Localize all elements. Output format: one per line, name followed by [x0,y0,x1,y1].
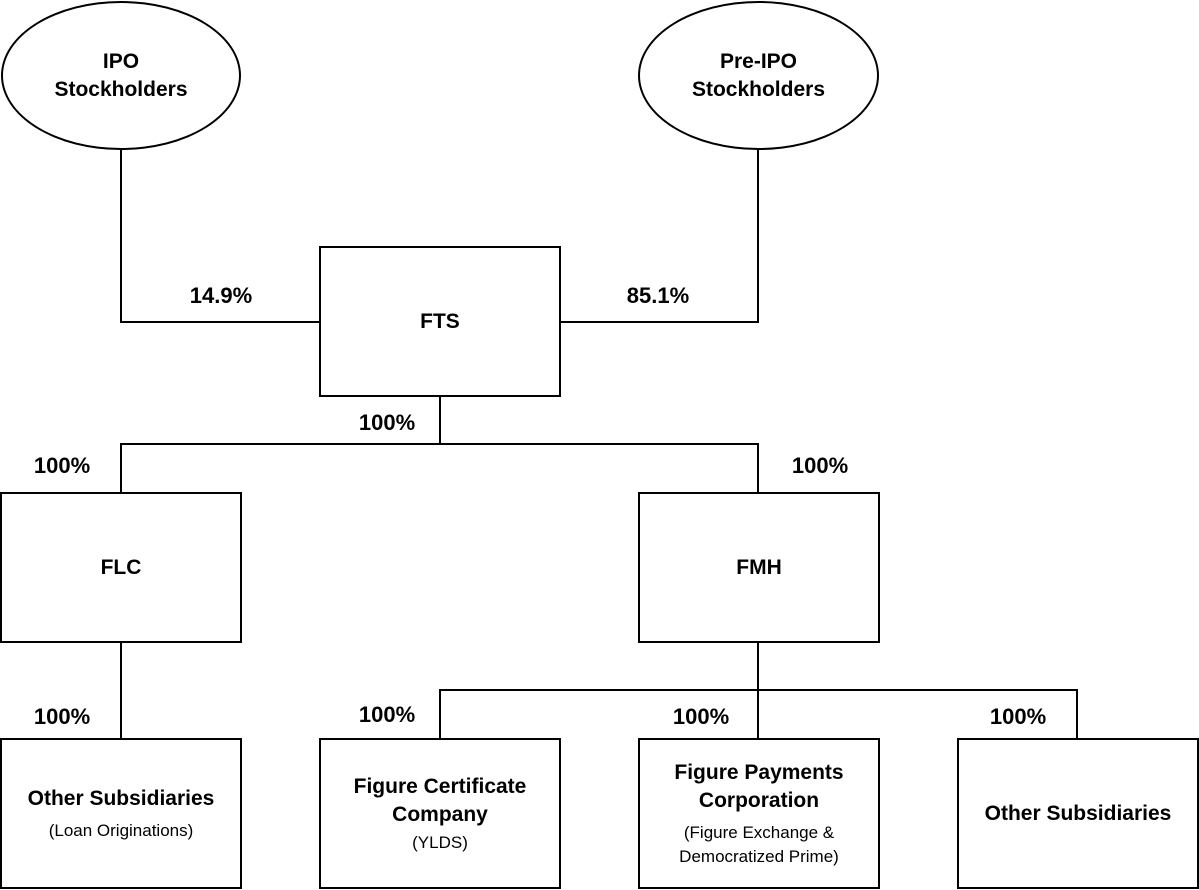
figure-certificate-company-label-line2: Company [392,802,488,826]
connector-pre-ipo-fts [560,150,759,323]
ipo-stockholders-node: IPO Stockholders [1,1,241,150]
pre-ipo-stockholders-node: Pre-IPO Stockholders [638,1,879,150]
fts-label: FTS [420,309,460,333]
fmh-other-subsidiaries-label: Other Subsidiaries [984,801,1172,825]
pre-ipo-stockholders-label-line2: Stockholders [691,77,826,101]
flc-label: FLC [100,555,142,579]
fmh-other-subsidiaries-node: Other Subsidiaries [957,738,1199,889]
connector-fts-flc-fmh [120,443,759,493]
flc-other-subsidiaries-node: Other Subsidiaries (Loan Originations) [0,738,242,889]
pct-fts-to-fmh: 100% [791,453,849,478]
figure-payments-corporation-sublabel-line2: Democratized Prime) [679,846,839,866]
pct-flc-to-other: 100% [33,704,91,729]
figure-payments-corporation-node: Figure Payments Corporation (Figure Exch… [638,738,880,889]
fts-node: FTS [319,246,561,397]
connector-fmh-branches [439,689,1078,740]
flc-other-subsidiaries-sublabel: (Loan Originations) [48,820,194,840]
pct-fts-down: 100% [358,410,416,435]
pct-fmh-to-fcc: 100% [358,702,416,727]
pct-pre-ipo-to-fts: 85.1% [626,283,690,308]
ipo-stockholders-label-line1: IPO [102,49,140,73]
figure-payments-corporation-sublabel-line1: (Figure Exchange & [683,822,835,842]
pre-ipo-stockholders-label-line1: Pre-IPO [719,49,798,73]
flc-other-subsidiaries-label: Other Subsidiaries [27,786,215,810]
fmh-node: FMH [638,492,880,643]
figure-certificate-company-sublabel: (YLDS) [412,832,468,852]
pct-ipo-to-fts: 14.9% [189,283,253,308]
figure-payments-corporation-label-line2: Corporation [698,788,820,812]
pct-fmh-to-fpc: 100% [672,704,730,729]
figure-certificate-company-label-line1: Figure Certificate [353,774,527,798]
figure-payments-corporation-label-line1: Figure Payments [674,760,844,784]
pct-fts-to-flc: 100% [33,453,91,478]
flc-node: FLC [0,492,242,643]
ipo-stockholders-label-line2: Stockholders [54,77,188,101]
pct-fmh-to-other: 100% [989,704,1047,729]
connector-ipo-fts [120,150,320,323]
fmh-label: FMH [736,555,782,579]
figure-certificate-company-node: Figure Certificate Company (YLDS) [319,738,561,889]
